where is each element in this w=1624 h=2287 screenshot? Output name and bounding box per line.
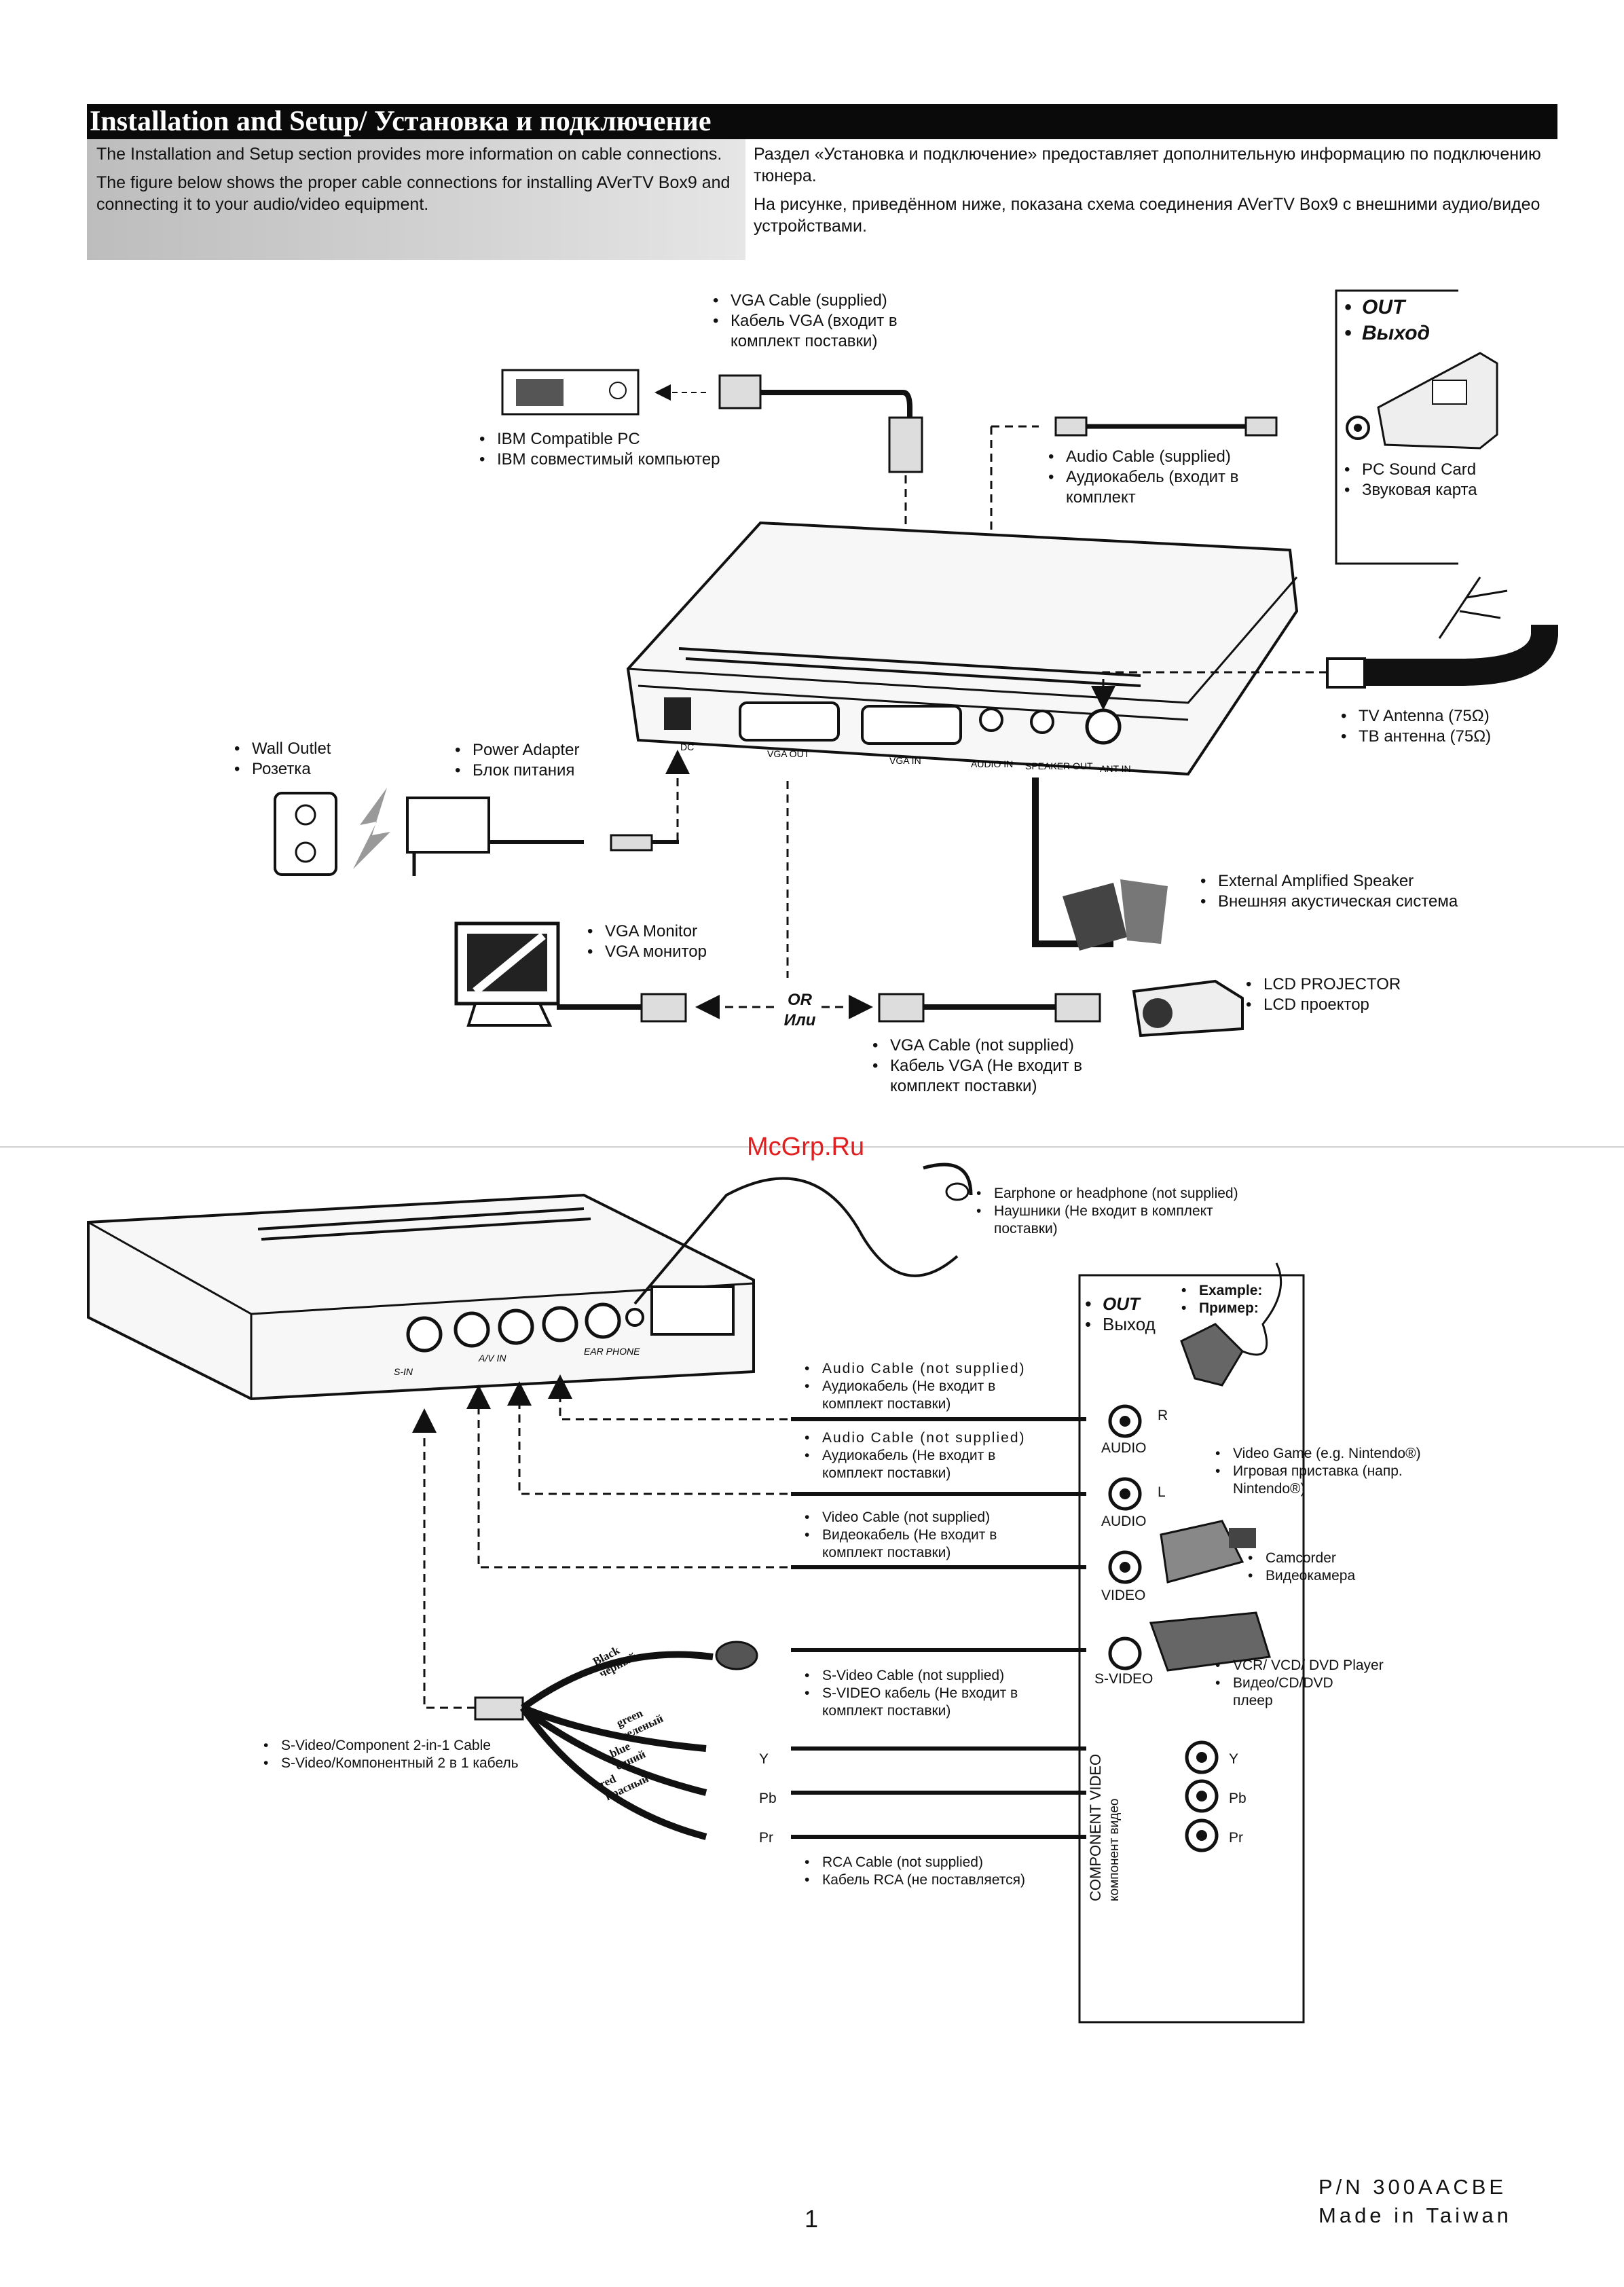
intro-en-paragraph-1: The Installation and Setup section provi… — [96, 145, 722, 164]
port-label-s-in: S-IN — [394, 1366, 413, 1377]
part-number: P/N 300AACBE — [1318, 2175, 1507, 2199]
label-tv-antenna: •TV Antenna (75Ω) •ТВ антенна (75Ω) — [1341, 707, 1492, 746]
jack-label-svideo: S-VIDEO — [1094, 1671, 1154, 1687]
watermark: McGrp.Ru — [747, 1133, 865, 1161]
label-audio-cable-2: •Audio Cable (not supplied) •Аудиокабель… — [805, 1430, 1026, 1481]
label-vga-cable-supplied: •VGA Cable (supplied) •Кабель VGA (входи… — [713, 291, 898, 350]
sound-card-icon — [1346, 352, 1498, 450]
antenna-cable — [1091, 577, 1558, 710]
component-video-label: COMPONENT VIDEO компонент видео — [1087, 1753, 1122, 1901]
vga-output-cable — [557, 781, 1101, 1023]
port-label-ear-phone: EAR PHONE — [584, 1346, 640, 1357]
camcorder-icon — [1160, 1520, 1256, 1584]
page-number: 1 — [805, 2205, 819, 2233]
jack-letter-r: R — [1158, 1408, 1168, 1423]
label-video-game: •Video Game (e.g. Nintendo®) •Игровая пр… — [1215, 1446, 1421, 1497]
label-video-cable: •Video Cable (not supplied) •Видеокабель… — [805, 1510, 997, 1560]
component-jack-y: Y — [1229, 1751, 1239, 1767]
component-jack-pb: Pb — [1229, 1791, 1247, 1806]
top-diagram-graphics: DC VGA OUT VGA IN AUDIO IN SPEAKER OUT A… — [274, 289, 1558, 1038]
video-game-icon — [1180, 1262, 1282, 1387]
bottom-diagram-graphics: S-IN A/V IN EAR PHONE — [87, 1163, 1305, 2024]
label-wall-outlet: •Wall Outlet •Розетка — [234, 739, 331, 778]
intro-english: The Installation and Setup section provi… — [87, 139, 745, 260]
out-box-frame — [1335, 289, 1458, 565]
jack-label-video: VIDEO — [1101, 1588, 1146, 1603]
vcr-icon — [1149, 1611, 1271, 1672]
lcd-projector-icon — [1132, 979, 1244, 1038]
speaker-icon — [1032, 777, 1168, 951]
cable-end-y: Y — [759, 1751, 769, 1767]
label-vga-cable-not-supplied: •VGA Cable (not supplied) •Кабель VGA (Н… — [872, 1036, 1083, 1095]
intro-ru-paragraph-2: На рисунке, приведённом ниже, показана с… — [754, 195, 1540, 236]
label-vga-monitor: •VGA Monitor •VGA монитор — [587, 922, 707, 961]
avertv-box-rear-view — [626, 521, 1299, 776]
wall-outlet-icon — [274, 788, 390, 876]
component-jack-pr: Pr — [1229, 1830, 1243, 1846]
label-component-cable: •S-Video/Component 2-in-1 Cable •S-Video… — [263, 1738, 519, 1771]
label-svideo-cable: •S-Video Cable (not supplied) •S-VIDEO к… — [805, 1668, 1018, 1719]
port-label-dc: DC — [680, 742, 694, 752]
cable-end-pb: Pb — [759, 1791, 777, 1806]
jack-label-audio-l: AUDIO — [1101, 1514, 1147, 1529]
label-power-adapter: •Power Adapter •Блок питания — [455, 741, 580, 780]
label-example: •Example: •Пример: — [1181, 1283, 1263, 1316]
vga-monitor-icon — [454, 921, 560, 1027]
intro-russian: Раздел «Установка и подключение» предост… — [754, 139, 1541, 248]
label-audio-cable-1: •Audio Cable (not supplied) •Аудиокабель… — [805, 1361, 1026, 1412]
label-rca-cable: •RCA Cable (not supplied) •Кабель RCA (н… — [805, 1854, 1025, 1888]
label-camcorder: •Camcorder •Видеокамера — [1248, 1550, 1356, 1584]
ibm-pc-icon — [501, 369, 640, 416]
port-label-ant-in: ANT IN — [1100, 763, 1131, 774]
port-label-audio-in: AUDIO IN — [971, 758, 1013, 769]
label-out-bottom: •OUT •Выход — [1085, 1294, 1156, 1334]
label-vcr: •VCR/ VCD/ DVD Player •Видео/CD/DVD плее… — [1215, 1658, 1384, 1708]
intro-ru-paragraph-1: Раздел «Установка и подключение» предост… — [754, 145, 1541, 185]
component-2-in-1-cable — [474, 1641, 758, 1840]
label-speaker: •External Amplified Speaker •Внешняя аку… — [1200, 872, 1458, 911]
cable-end-pr: Pr — [759, 1830, 773, 1846]
front-port-arrows — [412, 1374, 788, 1709]
label-ibm-pc: •IBM Compatible PC •IBM совместимый комп… — [479, 430, 720, 469]
port-label-vga-out: VGA OUT — [767, 748, 810, 759]
label-lcd-projector: •LCD PROJECTOR •LCD проектор — [1246, 975, 1401, 1014]
page-title: Installation and Setup/ Установка и подк… — [87, 104, 1557, 139]
made-in: Made in Taiwan — [1318, 2203, 1512, 2227]
port-label-vga-in: VGA IN — [889, 755, 921, 766]
label-or: OR Или — [783, 991, 816, 1029]
intro-en-paragraph-2: The figure below shows the proper cable … — [96, 173, 731, 214]
avertv-box-front-view — [87, 1193, 755, 1401]
label-out: •OUT •Выход — [1344, 296, 1431, 344]
headphone-icon — [633, 1163, 973, 1305]
port-label-av-in: A/V IN — [478, 1353, 506, 1364]
jack-label-audio-r: AUDIO — [1101, 1440, 1147, 1456]
label-earphone: •Earphone or headphone (not supplied) •Н… — [976, 1186, 1238, 1237]
port-label-speaker-out: SPEAKER OUT — [1025, 761, 1093, 771]
part-number-block: P/N 300AACBE Made in Taiwan — [1318, 2173, 1512, 2230]
av-cables — [791, 1417, 1086, 1839]
device-jacks — [1108, 1404, 1219, 1852]
label-sound-card: •PC Sound Card •Звуковая карта — [1344, 460, 1477, 499]
label-audio-cable-supplied: •Audio Cable (supplied) •Аудиокабель (вх… — [1048, 447, 1239, 507]
page-fold-divider — [0, 1146, 1624, 1148]
power-adapter-icon — [406, 750, 690, 876]
jack-letter-l: L — [1158, 1484, 1166, 1500]
